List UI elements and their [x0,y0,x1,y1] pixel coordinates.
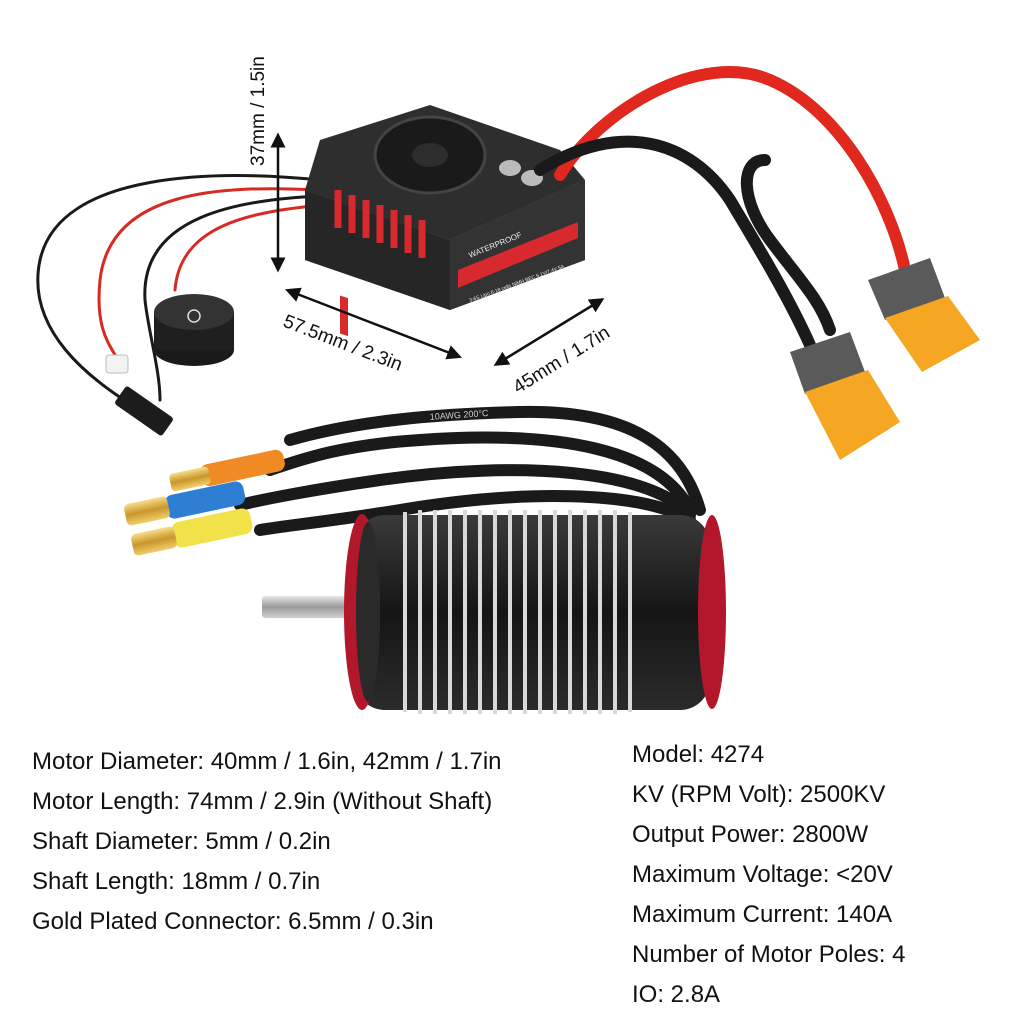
battery-wires [534,66,911,351]
bullet-connector-blue [124,481,246,526]
spec-poles: Number of Motor Poles: 4 [632,941,906,968]
height-label: 37mm / 1.5in [248,56,269,166]
width-label: 45mm / 1.7in [510,322,614,398]
spec-kv: KV (RPM Volt): 2500KV [632,781,886,808]
wire-label: 10AWG 200°C [429,408,489,422]
electrical-specs: Model: 4274 KV (RPM Volt): 2500KV Output… [632,735,905,1015]
spec-motor-diameter: Motor Diameter: 40mm / 1.6in, 42mm / 1.7… [32,748,502,775]
spec-model: Model: 4274 [632,741,765,768]
power-switch [154,294,234,366]
spec-shaft-diameter: Shaft Diameter: 5mm / 0.2in [32,828,331,855]
receiver-wires [36,174,324,412]
xt90-connector-2 [790,332,900,460]
spec-shaft-length: Shaft Length: 18mm / 0.7in [32,868,321,895]
brushless-motor [262,510,726,714]
spec-connector: Gold Plated Connector: 6.5mm / 0.3in [32,908,434,935]
product-photo: WATERPROOF 3-6S Lipo 6-18 cells NiMH BEC… [36,56,980,714]
spec-max-current: Maximum Current: 140A [632,901,893,928]
spec-max-voltage: Maximum Voltage: <20V [632,861,893,888]
dimension-arrows [270,132,605,366]
bullet-connector-orange [169,449,285,492]
bullet-connector-yellow [131,508,253,556]
spec-motor-length: Motor Length: 74mm / 2.9in (Without Shaf… [32,788,493,815]
spec-output-power: Output Power: 2800W [632,821,869,848]
product-illustration: WATERPROOF 3-6S Lipo 6-18 cells NiMH BEC… [36,56,980,714]
motor-phase-wires [234,405,706,536]
esc-unit: WATERPROOF 3-6S Lipo 6-18 cells NiMH BEC… [305,105,585,337]
servo-plug [105,354,173,436]
motor-specs: Motor Diameter: 40mm / 1.6in, 42mm / 1.7… [32,742,502,942]
xt90-connector-1 [868,258,980,372]
width-arrow [493,298,605,366]
spec-io: IO: 2.8A [632,981,721,1008]
length-arrow [285,287,462,360]
